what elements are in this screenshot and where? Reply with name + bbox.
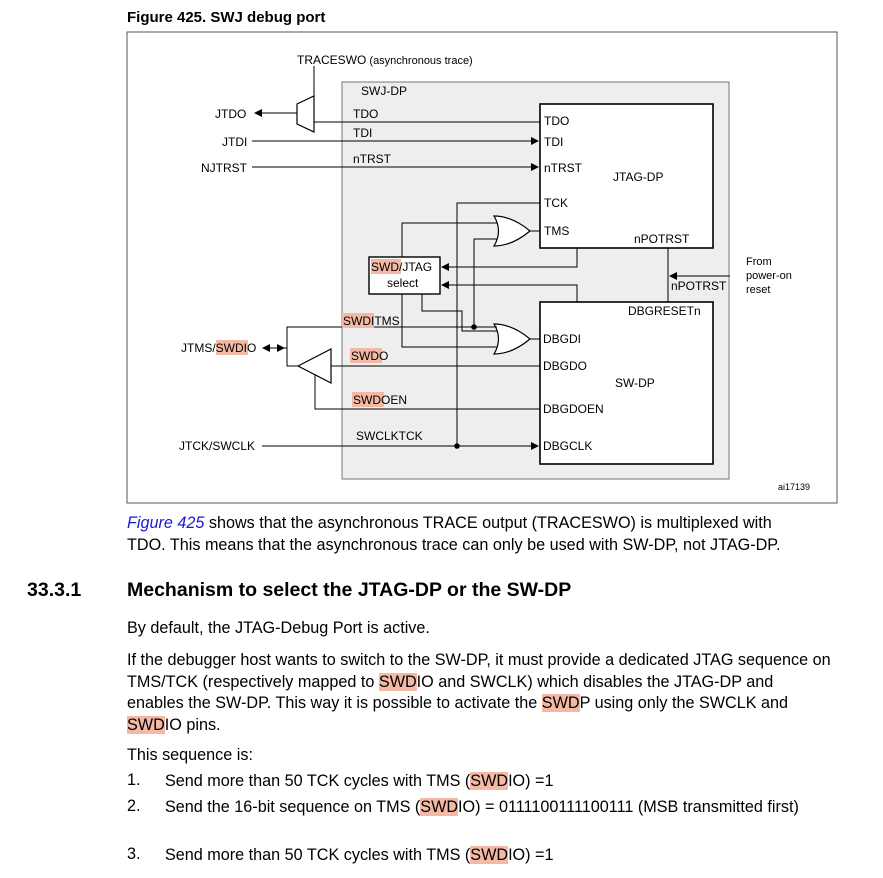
jtag-tdi-pin: TDI bbox=[544, 135, 563, 149]
swj-dp-label: SWJ-DP bbox=[361, 84, 407, 98]
dbgdoen-pin: DBGDOEN bbox=[543, 402, 604, 416]
dbgdi-or-gate bbox=[492, 323, 531, 355]
select-line2: select bbox=[387, 276, 419, 290]
reset-label: reset bbox=[746, 284, 770, 296]
section-number: 33.3.1 bbox=[27, 579, 82, 601]
jtag-npotrst-pin: nPOTRST bbox=[634, 232, 690, 246]
jtdo-label: JTDO bbox=[215, 107, 246, 121]
section-title: Mechanism to select the JTAG-DP or the S… bbox=[127, 579, 572, 601]
dbgdo-pin: DBGDO bbox=[543, 359, 587, 373]
traceswo-label: TRACESWO (asynchronous trace) bbox=[297, 53, 473, 67]
jtms-swdio-label: JTMS/SWDIO bbox=[181, 341, 256, 355]
from-label: From bbox=[746, 256, 772, 268]
njtrst-label: NJTRST bbox=[201, 161, 248, 175]
body-paragraph-3: This sequence is: bbox=[127, 746, 253, 764]
jtag-tdo-pin: TDO bbox=[544, 114, 569, 128]
jtag-dp-label: JTAG-DP bbox=[613, 170, 663, 184]
npotrst-label: nPOTRST bbox=[671, 279, 727, 293]
jtag-dp-block bbox=[539, 103, 714, 249]
swclktck-label: SWCLKTCK bbox=[356, 429, 423, 443]
sw-dp-block bbox=[539, 301, 714, 465]
figure-link[interactable]: Figure 425 bbox=[127, 514, 205, 532]
dbgresetn-pin: DBGRESETn bbox=[628, 304, 701, 318]
swditms-label: SWDITMS bbox=[343, 314, 400, 328]
power-on-label: power-on bbox=[746, 270, 792, 282]
tms-or-gate bbox=[492, 215, 531, 247]
body-paragraph-1: By default, the JTAG-Debug Port is activ… bbox=[127, 619, 430, 637]
jtdi-label: JTDI bbox=[222, 135, 247, 149]
swj-debug-port-diagram: TRACESWO (asynchronous trace) SWJ-DP JTD… bbox=[126, 31, 838, 504]
select-line1: SWD/JTAG bbox=[371, 260, 432, 274]
ntrst-signal-label: nTRST bbox=[353, 152, 392, 166]
step-number-3: 3. bbox=[127, 845, 141, 863]
figure-title: Figure 425. SWJ debug port bbox=[127, 9, 326, 26]
traceswo-mux bbox=[296, 95, 315, 133]
step-item-2: Send the 16-bit sequence on TMS (SWDIO) … bbox=[165, 798, 799, 816]
tdo-signal-label: TDO bbox=[353, 107, 378, 121]
jtag-tck-pin: TCK bbox=[544, 196, 568, 210]
swdo-label: SWDO bbox=[351, 349, 388, 363]
dbgdi-pin: DBGDI bbox=[543, 332, 581, 346]
figure-ref-id: ai17139 bbox=[778, 482, 810, 492]
step-item-1: Send more than 50 TCK cycles with TMS (S… bbox=[165, 772, 554, 790]
sw-dp-label: SW-DP bbox=[615, 376, 655, 390]
jtck-swclk-label: JTCK/SWCLK bbox=[179, 439, 255, 453]
tdi-signal-label: TDI bbox=[353, 126, 372, 140]
swdoen-label: SWDOEN bbox=[353, 393, 407, 407]
jtag-ntrst-pin: nTRST bbox=[544, 161, 583, 175]
dbgclk-pin: DBGCLK bbox=[543, 439, 592, 453]
step-item-3: Send more than 50 TCK cycles with TMS (S… bbox=[165, 846, 554, 864]
step-number-1: 1. bbox=[127, 771, 141, 789]
jtag-tms-pin: TMS bbox=[544, 224, 569, 238]
intro-paragraph: Figure 425 shows that the asynchronous T… bbox=[127, 514, 781, 554]
body-paragraph-2: If the debugger host wants to switch to … bbox=[127, 651, 831, 734]
swd-jtag-select-box bbox=[368, 256, 441, 295]
step-number-2: 2. bbox=[127, 797, 141, 815]
